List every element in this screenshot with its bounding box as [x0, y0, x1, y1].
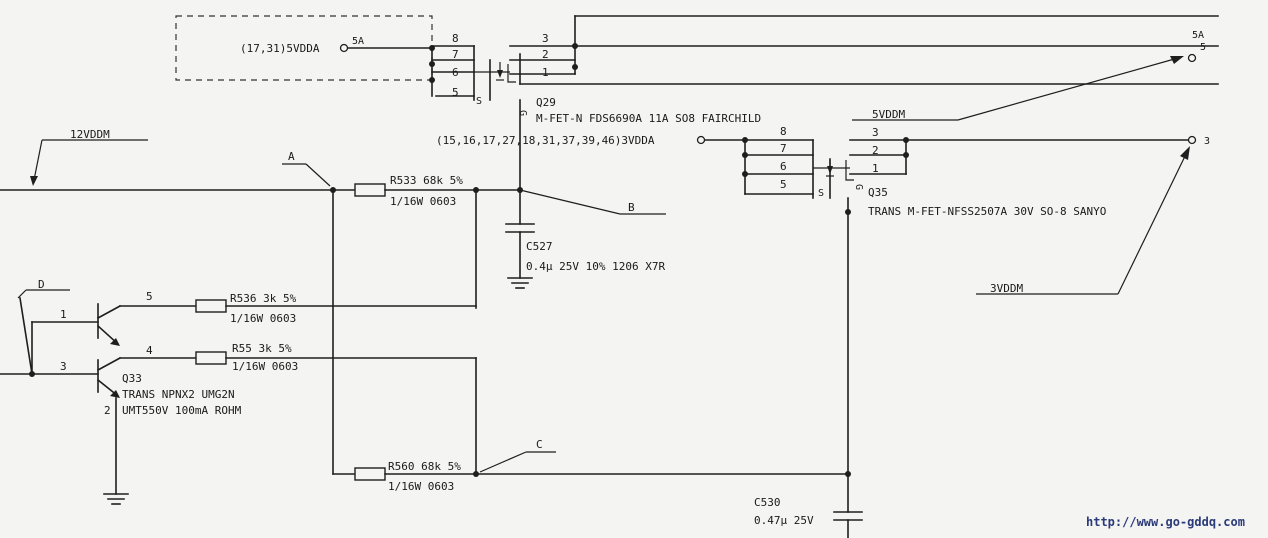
out5a-pin: 5: [1200, 42, 1206, 53]
q35-desc: TRANS M-FET-NFSS2507A 30V SO-8 SANYO: [868, 205, 1106, 218]
r55-value: R55 3k 5%: [232, 342, 292, 355]
c530-ref: C530: [754, 496, 781, 509]
r536-value: R536 3k 5%: [230, 292, 297, 305]
q35-switch: 8 7 6 5 S G 3 2 1 Q35 TRANS M-FET-NFSS25…: [742, 125, 1189, 513]
q29-pin-6: 6: [452, 66, 459, 79]
node-c-label: C: [536, 438, 543, 451]
q33-pin-2: 2: [104, 404, 111, 417]
q33-desc1: TRANS NPNX2 UMG2N: [122, 388, 235, 401]
r536-resistor: R536 3k 5% 1/16W 0603: [195, 292, 477, 325]
r560-value: R560 68k 5%: [388, 460, 461, 473]
c527-capacitor: C527 0.4μ 25V 10% 1206 X7R: [505, 189, 665, 289]
out5a-current: 5A: [1192, 30, 1204, 41]
q29-pin-3: 3: [542, 32, 549, 45]
vddm12-label: 12VDDM: [70, 128, 110, 141]
out5a-terminal: [1187, 53, 1197, 63]
watermark-url: http://www.go-gddq.com: [1086, 515, 1245, 529]
q35-pin-5: 5: [780, 178, 787, 191]
q33-pin-4: 4: [146, 344, 153, 357]
q35-pin-7: 7: [780, 142, 787, 155]
q35-pin-6: 6: [780, 160, 787, 173]
q29-source-pin: S: [476, 96, 482, 107]
q35-pin-1: 1: [872, 162, 879, 175]
q35-source-pin: S: [818, 188, 824, 199]
q33-ref: Q33: [122, 372, 142, 385]
q29-pin-5: 5: [452, 86, 459, 99]
q33-desc2: UMT550V 100mA ROHM: [122, 404, 242, 417]
q29-pin-7: 7: [452, 48, 459, 61]
vdda3-label: (15,16,17,27,18,31,37,39,46)3VDDA: [436, 134, 655, 147]
q29-pin-8: 8: [452, 32, 459, 45]
r560-resistor: R560 68k 5% 1/16W 0603 C: [332, 438, 851, 493]
vdda5-label: (17,31)5VDDA: [240, 42, 320, 55]
vdda5-terminal: [339, 43, 349, 53]
q33-pin-5: 5: [146, 290, 153, 303]
q29-switch: (17,31)5VDDA 5A 8 7 6 5 S G 3 2 1: [175, 15, 1219, 191]
q29-gate-pin: G: [517, 110, 528, 116]
vdda5-current: 5A: [352, 36, 364, 47]
q33-pin-3: 3: [60, 360, 67, 373]
node-b-label: B: [628, 201, 635, 214]
vdda3-terminal: [696, 135, 706, 145]
q29-pin-1: 1: [542, 66, 549, 79]
node-d-label: D: [38, 278, 45, 291]
q33-pin-1: 1: [60, 308, 67, 321]
vddm5-label: 5VDDM: [872, 108, 905, 121]
r55-spec: 1/16W 0603: [232, 360, 298, 373]
arrow-to-3: [1180, 146, 1190, 160]
r55-resistor: R55 3k 5% 1/16W 0603: [195, 342, 477, 475]
q29-desc: M-FET-N FDS6690A 11A SO8 FAIRCHILD: [536, 112, 761, 125]
node-a-label: A: [288, 150, 295, 163]
r533-value: R533 68k 5%: [390, 174, 463, 187]
q29-ref: Q29: [536, 96, 556, 109]
rail-12vddm: 12VDDM A: [0, 128, 356, 193]
r536-spec: 1/16W 0603: [230, 312, 296, 325]
q35-pin-8: 8: [780, 125, 787, 138]
q35-gate-pin: G: [853, 184, 864, 190]
q35-pin-3: 3: [872, 126, 879, 139]
q35-ref: Q35: [868, 186, 888, 199]
r560-spec: 1/16W 0603: [388, 480, 454, 493]
r533-spec: 1/16W 0603: [390, 195, 456, 208]
q33-transistor: D 1 3 5 4 2 Q33 TRANS NPNX2 UMG2N UMT550…: [0, 278, 242, 505]
vddm3-label: 3VDDM: [990, 282, 1023, 295]
r533-resistor: R533 68k 5% 1/16W 0603: [354, 174, 523, 208]
arrow-to-5a: [1170, 56, 1184, 64]
c530-capacitor: C530 0.47μ 25V: [754, 496, 863, 538]
q29-pin-2: 2: [542, 48, 549, 61]
out3-terminal: [1187, 135, 1197, 145]
out3-pin: 3: [1204, 136, 1210, 147]
c527-value: 0.4μ 25V 10% 1206 X7R: [526, 260, 665, 273]
q35-pin-2: 2: [872, 144, 879, 157]
c527-ref: C527: [526, 240, 553, 253]
c530-value: 0.47μ 25V: [754, 514, 814, 527]
